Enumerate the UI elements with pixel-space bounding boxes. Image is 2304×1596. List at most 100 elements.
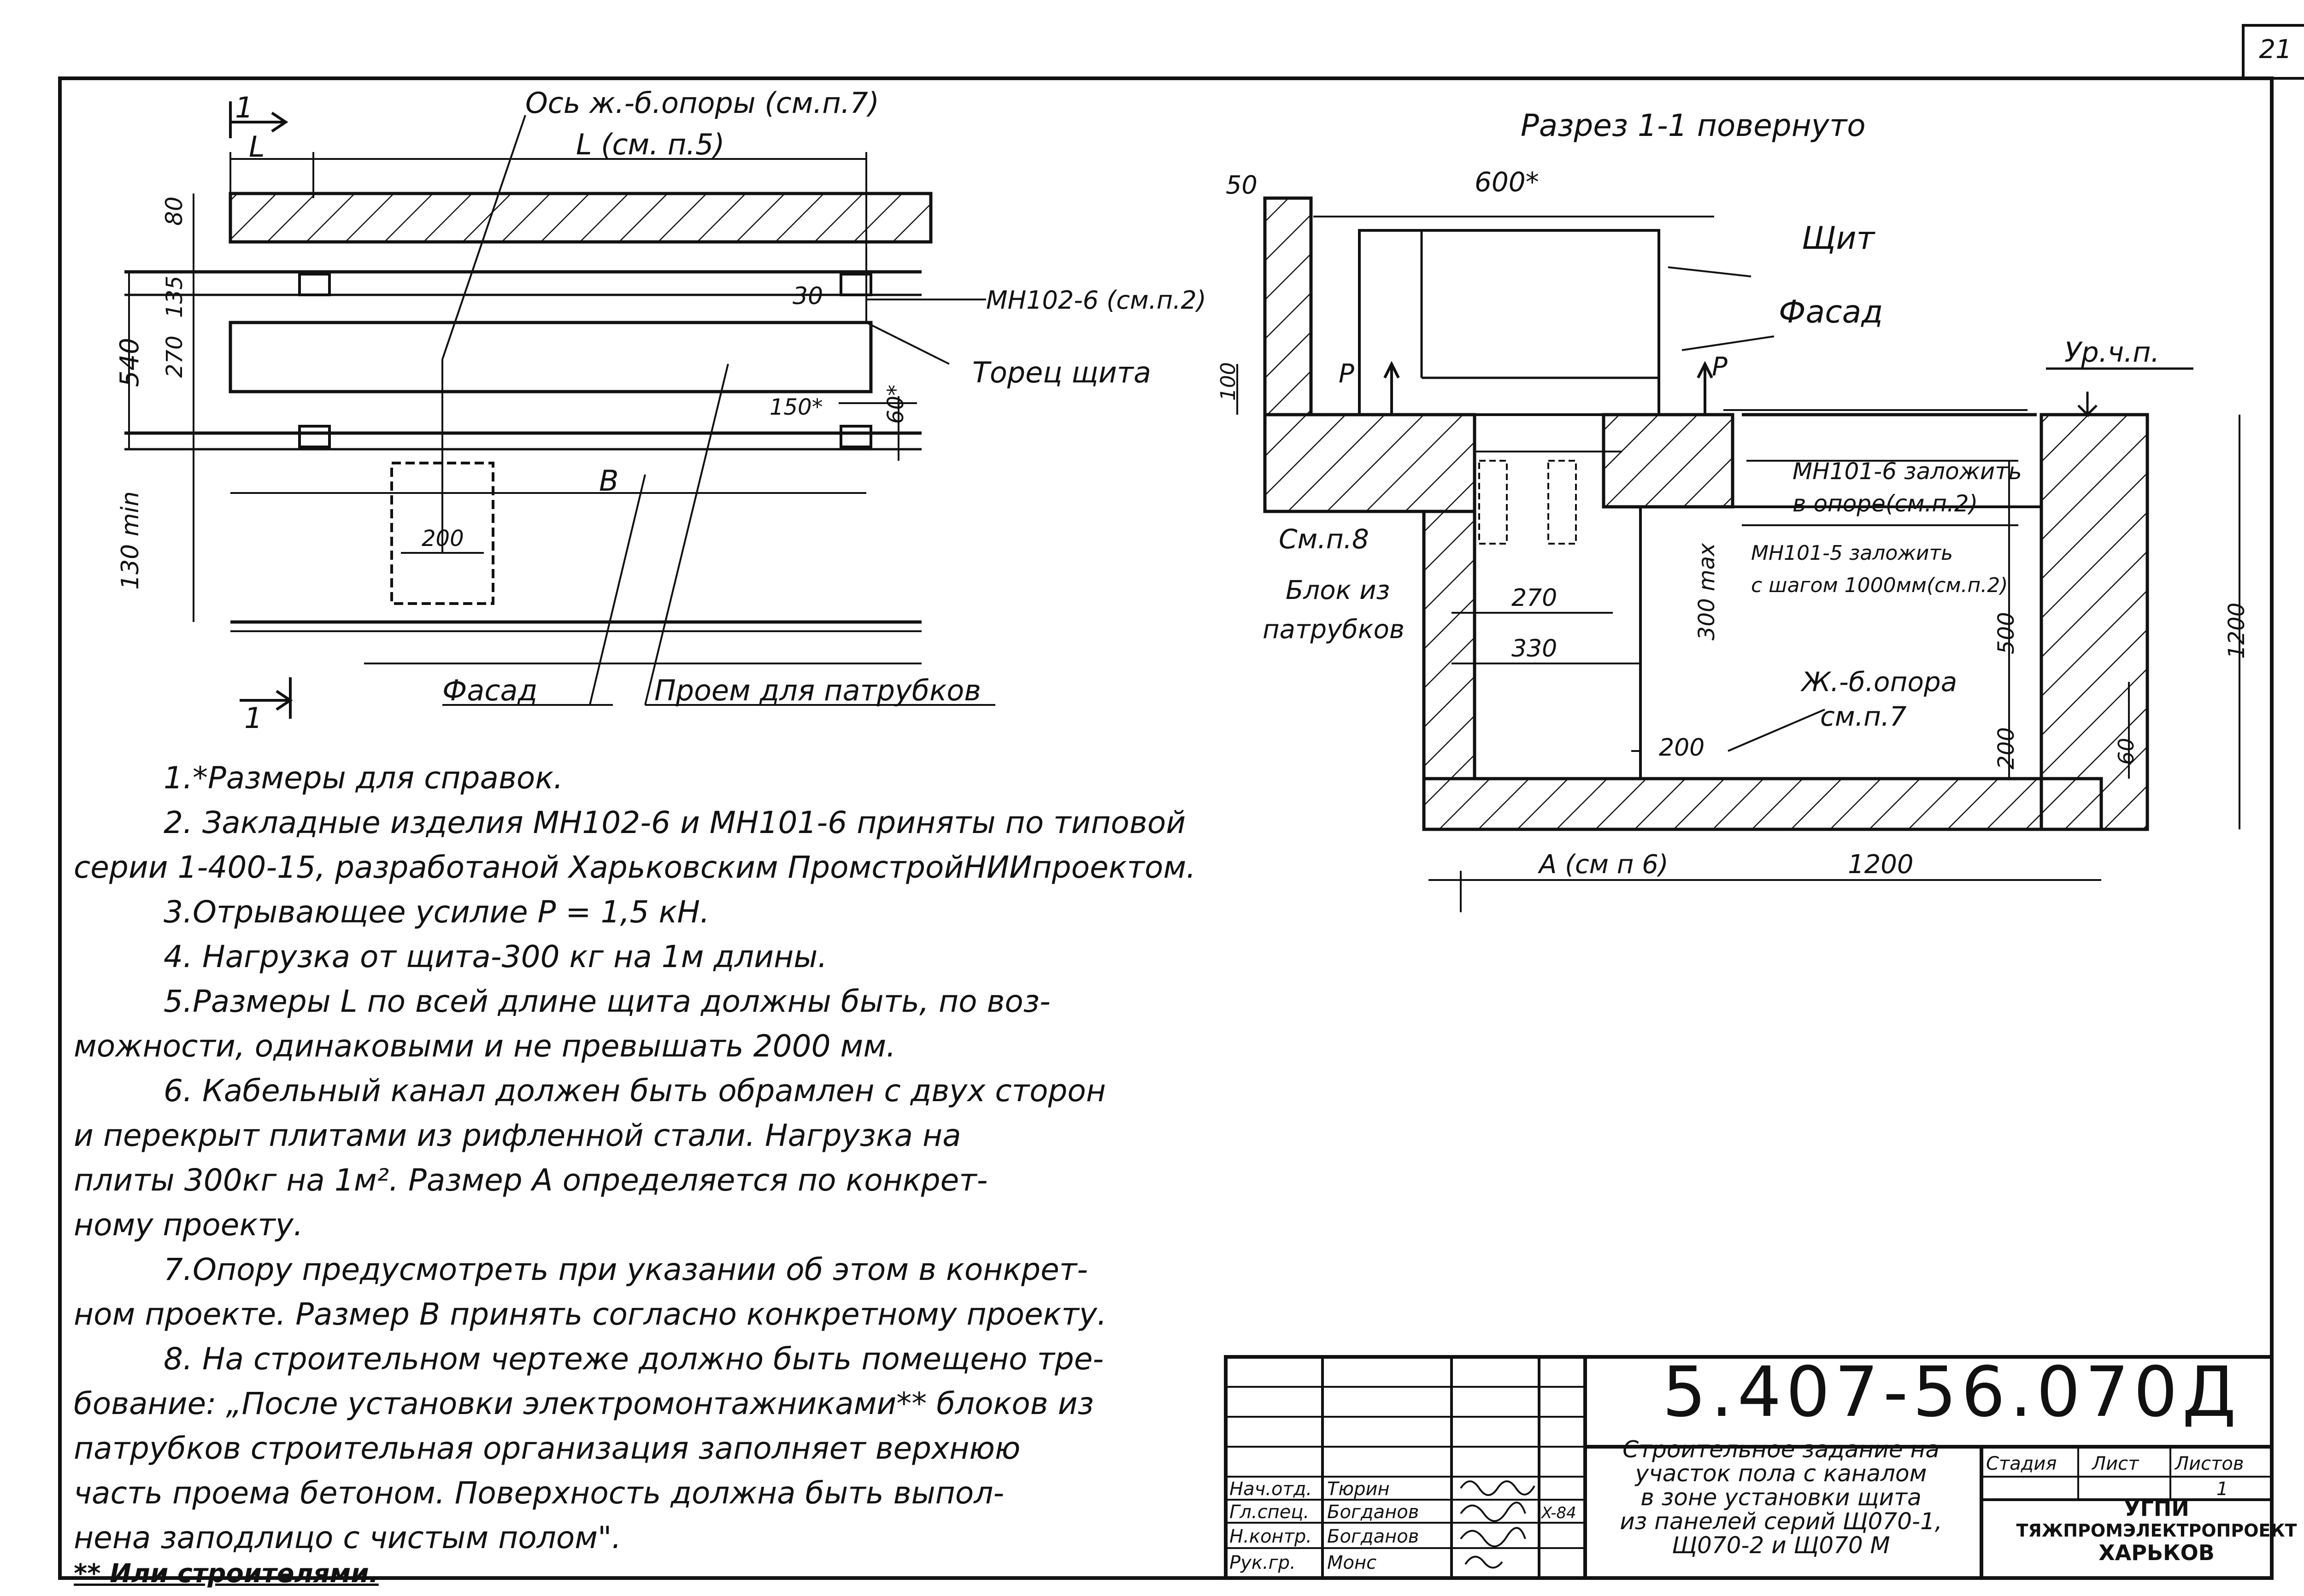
- section-label-shield: Щит: [1802, 220, 1876, 257]
- note-line: 7.Опору предусмотреть при указании об эт…: [164, 1252, 1088, 1287]
- title-line: Строительное задание на: [1622, 1436, 1940, 1463]
- section-label-mn101-lay: МН101-6 заложить: [1793, 458, 2022, 485]
- section-dim-200-a: 200: [1659, 734, 1704, 762]
- section-view: [1236, 196, 2240, 912]
- note-line: 4. Нагрузка от щита-300 кг на 1м длины.: [164, 939, 828, 974]
- organization: УГПИ ТЯЖПРОМЭЛЕКТРОПРОЕКТ ХАРЬКОВ: [1981, 1497, 2304, 1564]
- title-line: из панелей серий Щ070-1,: [1620, 1508, 1942, 1535]
- section-label-mn101-lay2: в опоре(см.п.2): [1793, 490, 1978, 517]
- section-label-mn101-step2: с шагом 1000мм(см.п.2): [1751, 574, 2008, 597]
- section-label-floor: Ур.ч.п.: [2064, 336, 2160, 369]
- plate-mn102-3: [298, 425, 331, 448]
- floor-level-mark: [2046, 367, 2193, 418]
- tb-sheets-header: Листов: [2174, 1453, 2244, 1474]
- label-B: В: [599, 464, 619, 498]
- note-line: патрубков строительная организация запол…: [74, 1431, 1021, 1466]
- signature-2: [1460, 1502, 1526, 1522]
- dim-150: 150*: [770, 394, 823, 420]
- plan-top-strip: [229, 192, 933, 244]
- title-line: Щ070-2 и Щ070 М: [1672, 1532, 1890, 1559]
- title-block-small-text: Стадия Лист Листов 1 X-84 Нач.отд. Тюрин…: [1229, 1453, 2244, 1573]
- section-dim-500: 500: [1993, 612, 2019, 654]
- section-slab-mid: [1602, 413, 1734, 509]
- note-line: ном проекте. Размер В принять согласно к…: [74, 1297, 1107, 1332]
- label-axis: Ось ж.-б.опоры (см.п.7): [525, 86, 879, 120]
- section-dim-50: 50: [1226, 170, 1258, 200]
- section-dim-1200-h: 1200: [1848, 850, 1914, 880]
- org-line: ТЯЖПРОМЭЛЕКТРОПРОЕКТ: [2016, 1520, 2297, 1541]
- plan-view: [124, 101, 995, 719]
- document-code: 5.407-56.070Д: [1662, 1352, 2241, 1432]
- section-label-block1: Блок из: [1286, 575, 1390, 605]
- section-title: Разрез 1-1 повернуто: [1521, 108, 1866, 143]
- label-L: L (см. п.5): [576, 128, 725, 161]
- org-line: ХАРЬКОВ: [2098, 1540, 2215, 1565]
- section-arrow-top: [229, 101, 288, 138]
- section-labels: Разрез 1-1 повернуто 50 600* Щит Фасад P…: [1217, 108, 2250, 880]
- section-dim-330: 330: [1511, 635, 1557, 663]
- tb-name-1: Богданов: [1327, 1502, 1419, 1523]
- title-line: в зоне установки щита: [1640, 1484, 1922, 1511]
- org-line: УГПИ: [2124, 1496, 2189, 1521]
- section-label-block2: патрубков: [1263, 615, 1405, 645]
- title-line: участок пола с каналом: [1635, 1460, 1927, 1487]
- section-label-P-left: P: [1339, 359, 1354, 389]
- arrow-P-left: [1383, 361, 1400, 415]
- signature-4: [1464, 1555, 1503, 1569]
- note-line: и перекрыт плитами из рифленной стали. Н…: [74, 1118, 961, 1153]
- section-support: [1639, 505, 2043, 780]
- tb-role-1: Гл.спец.: [1229, 1502, 1309, 1523]
- tb-date: X-84: [1540, 1504, 1576, 1522]
- note-line: плиты 300кг на 1м². Размер А определяетс…: [74, 1162, 988, 1198]
- note-line: 6. Кабельный канал должен быть обрамлен …: [164, 1073, 1106, 1109]
- section-channel-wall: [1422, 413, 2149, 831]
- section-dim-200-b: 200: [1993, 727, 2019, 769]
- label-torec: Торец щита: [972, 356, 1151, 389]
- section-label-support1: Ж.-б.опора: [1800, 666, 1957, 698]
- section-label-support2: см.п.7: [1820, 701, 1906, 732]
- section-label-see8: См.п.8: [1279, 523, 1369, 555]
- plate-mn102-2: [840, 273, 872, 296]
- plate-mn102-1: [298, 273, 331, 296]
- section-mark-bottom: 1: [244, 701, 262, 735]
- dim-540: 540: [115, 338, 145, 387]
- tb-role-3: Рук.гр.: [1229, 1552, 1296, 1573]
- note-line: 8. На строительном чертеже должно быть п…: [164, 1341, 1104, 1377]
- note-line: бование: „После установки электромонтажн…: [74, 1386, 1094, 1421]
- section-slab-left: [1263, 413, 1476, 513]
- section-label-fasad: Фасад: [1779, 294, 1883, 330]
- plate-mn102-4: [840, 425, 872, 448]
- section-label-mn101-step: МН101-5 заложить: [1751, 541, 1953, 565]
- dim-80: 80: [161, 196, 188, 226]
- dim-270: 270: [162, 335, 188, 378]
- tb-role-2: Н.контр.: [1229, 1526, 1312, 1547]
- notes-block: 1.*Размеры для справок. 2. Закладные изд…: [74, 756, 1253, 1588]
- note-line: часть проема бетоном. Поверхность должна…: [74, 1475, 1005, 1511]
- note-line: серии 1-400-15, разработаной Харьковским…: [74, 850, 1196, 885]
- section-arrow-bottom: [240, 677, 293, 719]
- page-number: 21: [2259, 35, 2292, 65]
- signatures: [1460, 1480, 1535, 1569]
- section-dim-270: 270: [1511, 584, 1557, 612]
- plan-labels: 1 1 L Ось ж.-б.опоры (см.п.7) L (см. п.5…: [115, 86, 1206, 735]
- signature-1: [1460, 1480, 1535, 1496]
- section-label-P-right: P: [1712, 352, 1728, 382]
- tb-role-0: Нач.отд.: [1229, 1479, 1312, 1500]
- note-line: 1.*Размеры для справок.: [164, 760, 564, 796]
- dim-30: 30: [793, 282, 823, 310]
- note-footnote: ** Или строителями.: [74, 1559, 379, 1589]
- signature-3: [1460, 1527, 1526, 1548]
- note-line: ному проекту.: [74, 1207, 303, 1243]
- note-line: нена заподлицо с чистым полом".: [74, 1520, 622, 1555]
- tb-stage-header: Стадия: [1986, 1453, 2057, 1474]
- tb-name-0: Тюрин: [1327, 1479, 1390, 1500]
- arrow-P-right: [1697, 361, 1713, 415]
- note-line: 3.Отрывающее усилие P = 1,5 кН.: [164, 894, 710, 930]
- title-block-grid: [1224, 1355, 2274, 1580]
- document-title: Строительное задание на участок пола с к…: [1585, 1438, 1977, 1557]
- section-mark-top: 1: [235, 91, 253, 124]
- note-line: 5.Размеры L по всей длине щита должны бы…: [164, 984, 1051, 1019]
- section-left-wall: [1263, 196, 1313, 417]
